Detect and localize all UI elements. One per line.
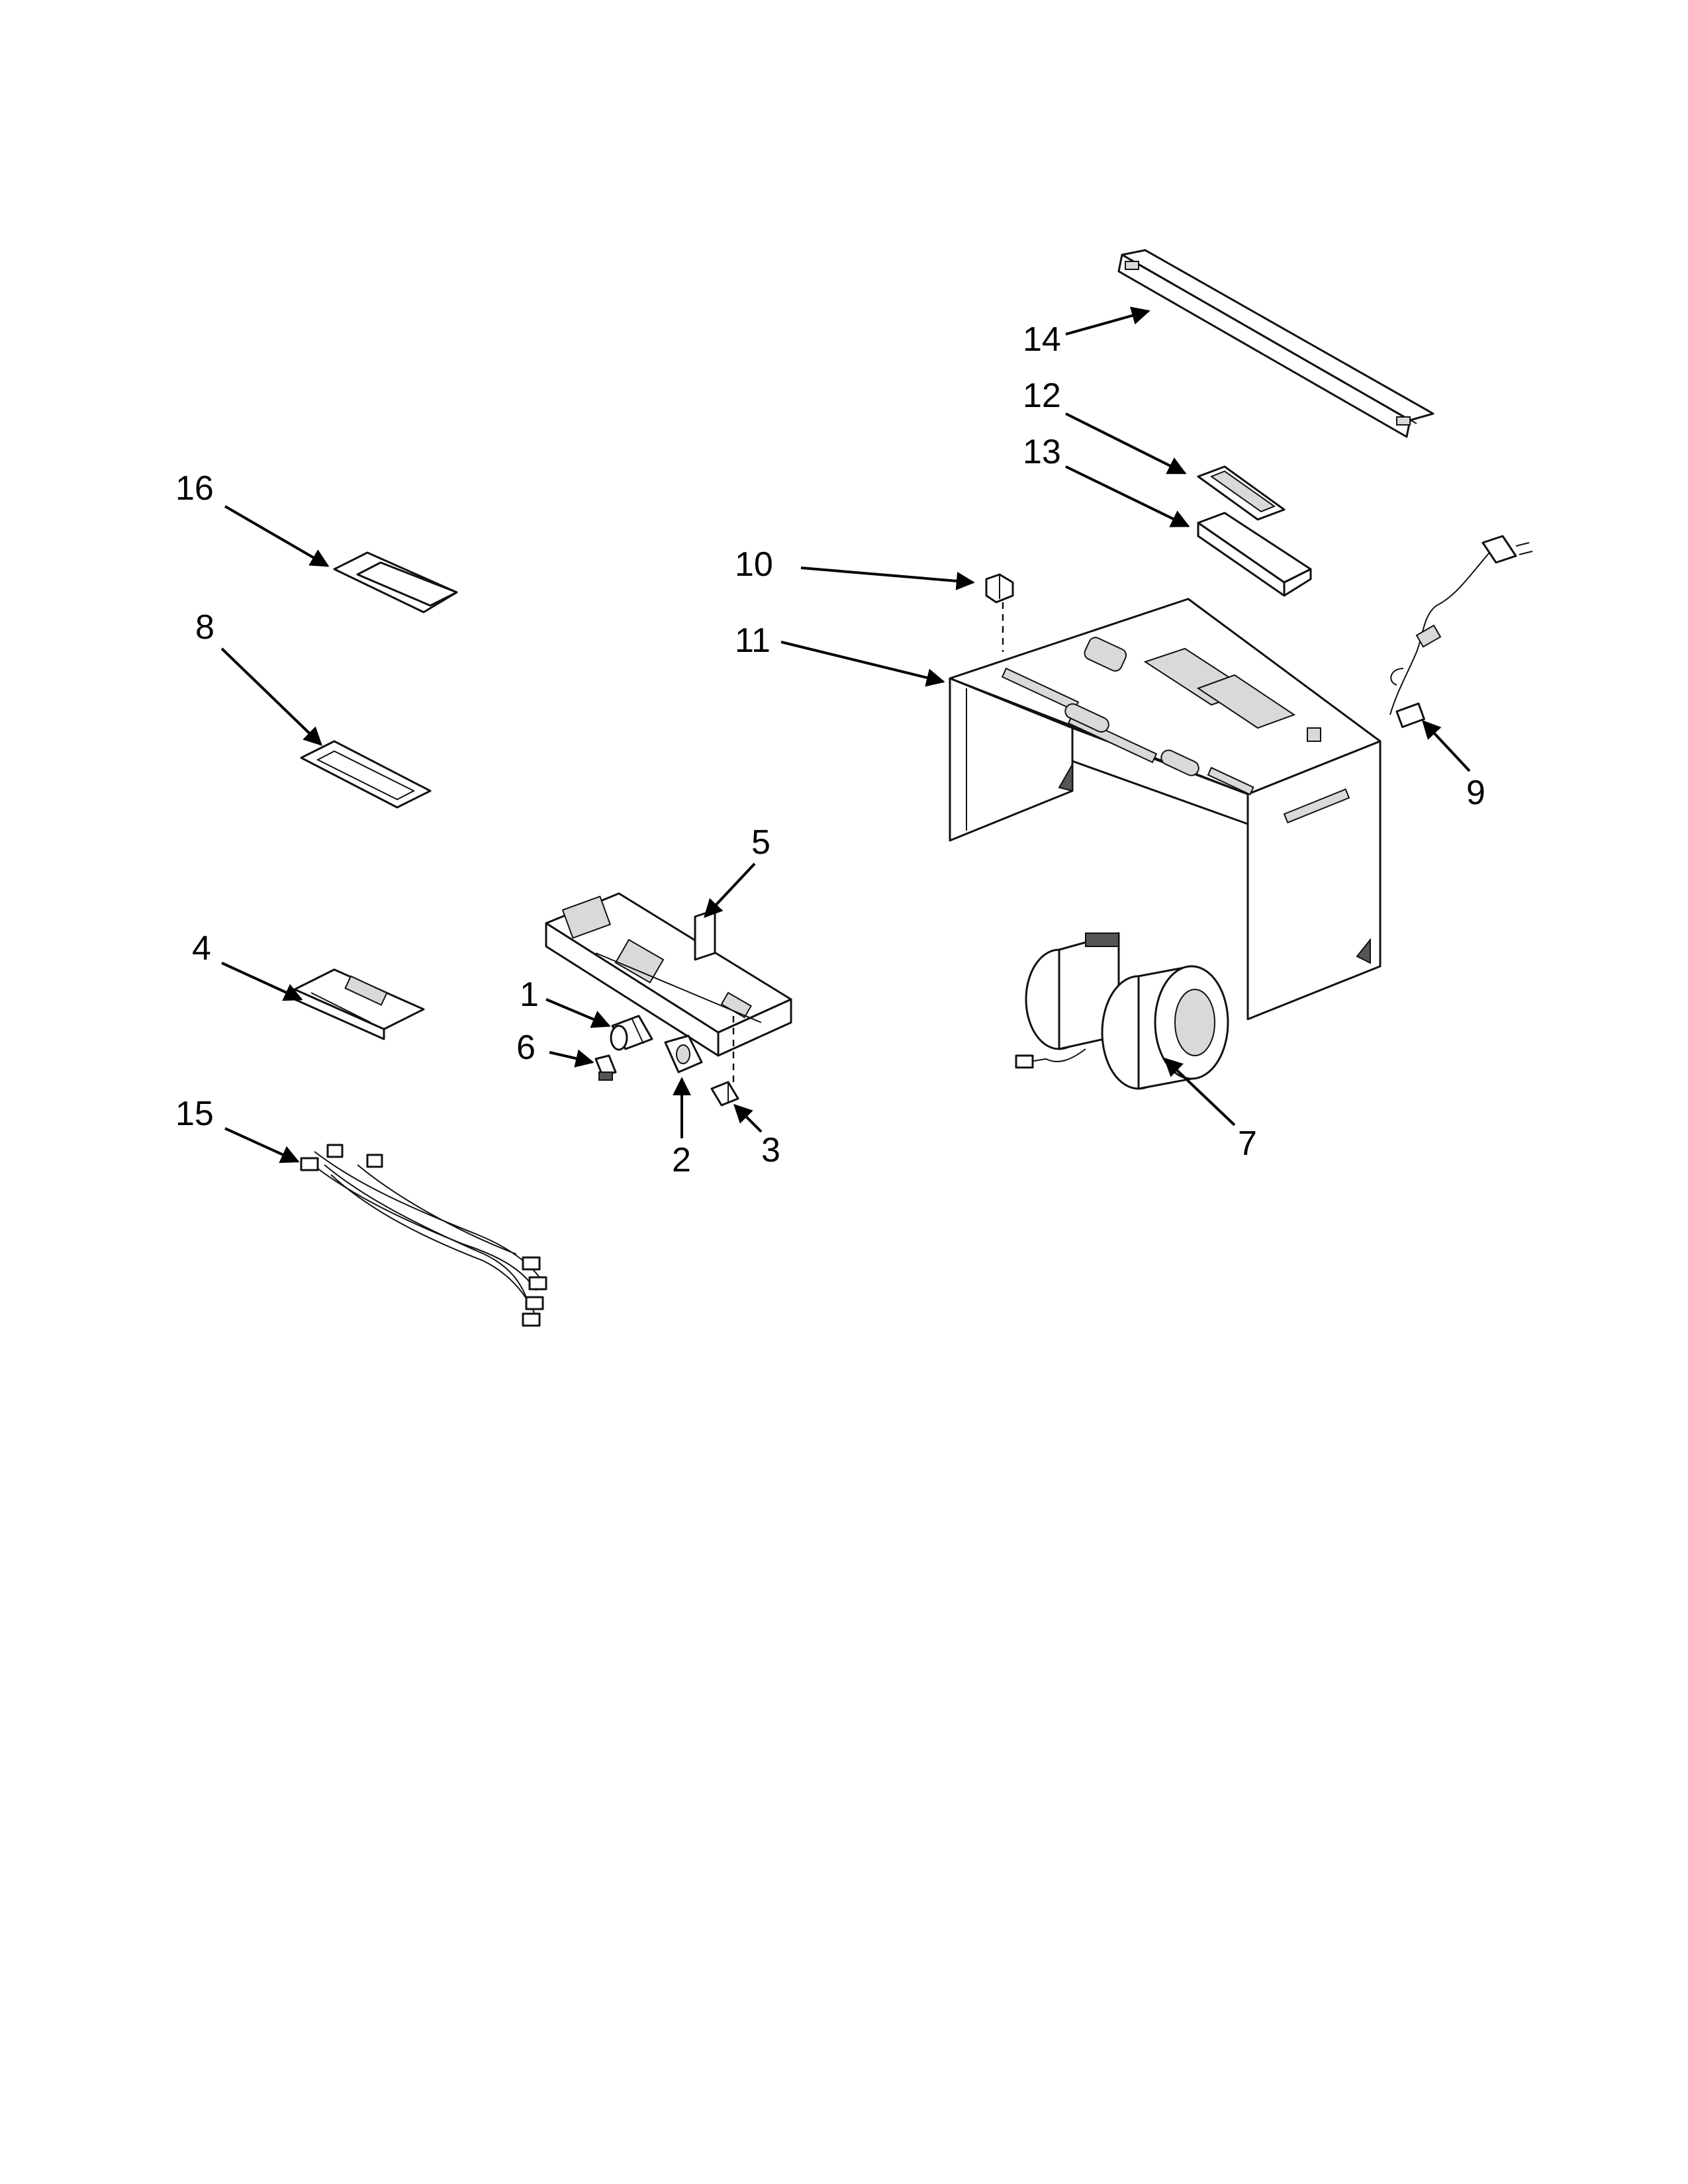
leader-12 <box>1065 412 1187 475</box>
part-11-housing <box>949 598 1382 1021</box>
part-9-power-cord <box>1389 535 1533 728</box>
part-8-charcoal-filter <box>300 740 432 809</box>
callout-3: 3 <box>761 1131 780 1169</box>
callout-15: 15 <box>175 1095 214 1133</box>
part-12-plate <box>1197 465 1286 521</box>
leader-8 <box>220 647 323 746</box>
callout-8: 8 <box>195 608 214 647</box>
part-7-blower-motor <box>1015 932 1229 1090</box>
leader-4 <box>221 962 303 1001</box>
leader-15 <box>224 1127 300 1163</box>
callout-16: 16 <box>175 469 214 508</box>
leader-10 <box>800 567 975 590</box>
callout-7: 7 <box>1238 1124 1257 1163</box>
part-13-tray <box>1197 512 1312 597</box>
callout-5: 5 <box>751 823 771 862</box>
leader-7 <box>1163 1058 1236 1126</box>
part-2-switch-holder <box>664 1034 703 1073</box>
leader-14 <box>1065 306 1150 336</box>
part-16-literature-bag <box>333 551 458 614</box>
leader-6 <box>549 1049 594 1068</box>
leader-5 <box>704 862 756 919</box>
callout-10: 10 <box>735 545 773 584</box>
leader-16 <box>224 505 330 567</box>
callout-2: 2 <box>672 1141 691 1179</box>
part-6-thermostat <box>594 1054 617 1081</box>
callout-12: 12 <box>1023 377 1061 415</box>
leader-13 <box>1065 465 1190 527</box>
leader-11 <box>780 641 945 687</box>
leader-1 <box>545 998 611 1028</box>
leader-3 <box>733 1104 763 1133</box>
leader-9 <box>1422 719 1471 772</box>
part-3-switch-block <box>710 1081 739 1107</box>
callout-6: 6 <box>516 1028 536 1067</box>
part-15-wire-harness <box>300 1144 547 1327</box>
part-5-latch-bracket <box>545 892 792 1057</box>
part-10-clip <box>985 573 1014 604</box>
part-14-top-trim <box>1117 249 1434 438</box>
callout-1: 1 <box>520 976 539 1014</box>
callout-13: 13 <box>1023 433 1061 471</box>
callout-9: 9 <box>1466 774 1485 812</box>
part-1-door-switch <box>610 1015 653 1051</box>
callout-4: 4 <box>192 929 211 968</box>
part-4-grease-filter <box>293 968 425 1040</box>
callout-11: 11 <box>735 621 771 660</box>
callout-14: 14 <box>1023 320 1061 359</box>
